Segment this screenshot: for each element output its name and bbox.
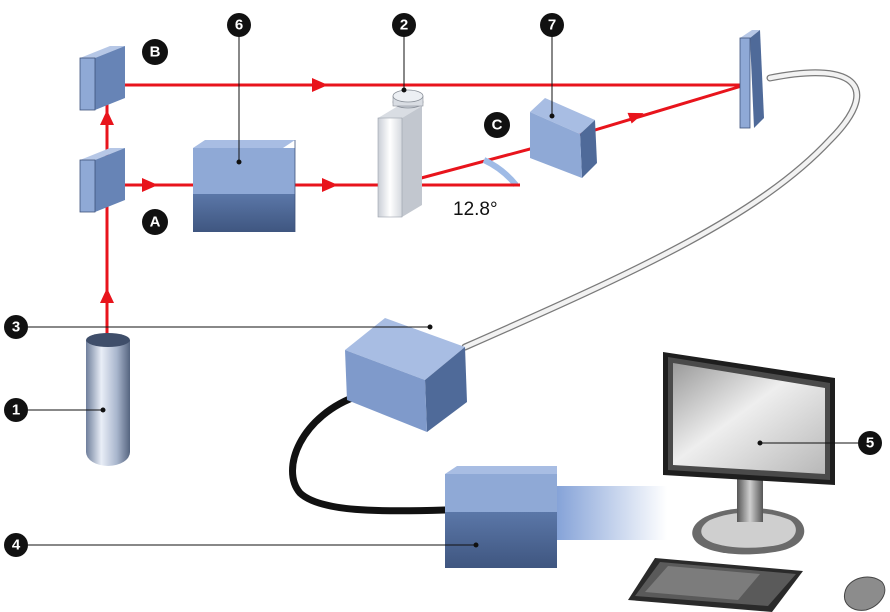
spectrometer-box-4 bbox=[445, 466, 557, 568]
optical-fiber bbox=[461, 69, 861, 351]
optic-box-7 bbox=[530, 98, 597, 178]
svg-text:C: C bbox=[492, 117, 503, 134]
badge-1: 1 bbox=[4, 398, 28, 422]
beam-arrows bbox=[100, 78, 644, 303]
svg-text:5: 5 bbox=[866, 435, 874, 452]
arrow-right-mid bbox=[322, 178, 338, 192]
badge-b: B bbox=[142, 39, 168, 65]
signal-glow bbox=[557, 486, 667, 540]
data-cable bbox=[289, 391, 449, 515]
arrow-right-c bbox=[627, 112, 644, 124]
badge-c: C bbox=[484, 112, 510, 138]
arrow-right-b bbox=[312, 78, 328, 92]
badge-3: 3 bbox=[4, 315, 28, 339]
label-leader-lines bbox=[28, 36, 858, 548]
monitor-screen bbox=[673, 363, 825, 474]
arrow-right-a bbox=[142, 178, 158, 192]
badge-4: 4 bbox=[4, 533, 28, 557]
svg-text:7: 7 bbox=[548, 17, 556, 34]
svg-text:A: A bbox=[150, 214, 161, 231]
end-mirror bbox=[739, 30, 764, 129]
badge-5: 5 bbox=[858, 431, 882, 455]
laser-source bbox=[86, 333, 130, 466]
angle-label: 12.8° bbox=[453, 199, 498, 220]
detector-box-3 bbox=[345, 318, 467, 432]
svg-text:2: 2 bbox=[400, 17, 408, 34]
svg-text:B: B bbox=[150, 44, 161, 61]
mirror-b bbox=[79, 46, 125, 111]
badge-a: A bbox=[142, 209, 168, 235]
computer bbox=[628, 352, 886, 612]
badge-2: 2 bbox=[392, 13, 416, 37]
svg-text:6: 6 bbox=[235, 17, 243, 34]
arrow-up-upper bbox=[100, 110, 114, 125]
optic-box-6 bbox=[193, 140, 296, 232]
arrow-up-lower bbox=[100, 288, 114, 303]
mirror-a bbox=[79, 148, 125, 213]
badge-6: 6 bbox=[227, 13, 251, 37]
svg-text:4: 4 bbox=[12, 537, 21, 554]
badge-7: 7 bbox=[540, 13, 564, 37]
svg-text:1: 1 bbox=[12, 402, 20, 419]
mouse bbox=[843, 576, 886, 611]
sample-cuvette bbox=[377, 89, 424, 218]
angle-arc bbox=[482, 157, 519, 187]
svg-text:3: 3 bbox=[12, 319, 20, 336]
